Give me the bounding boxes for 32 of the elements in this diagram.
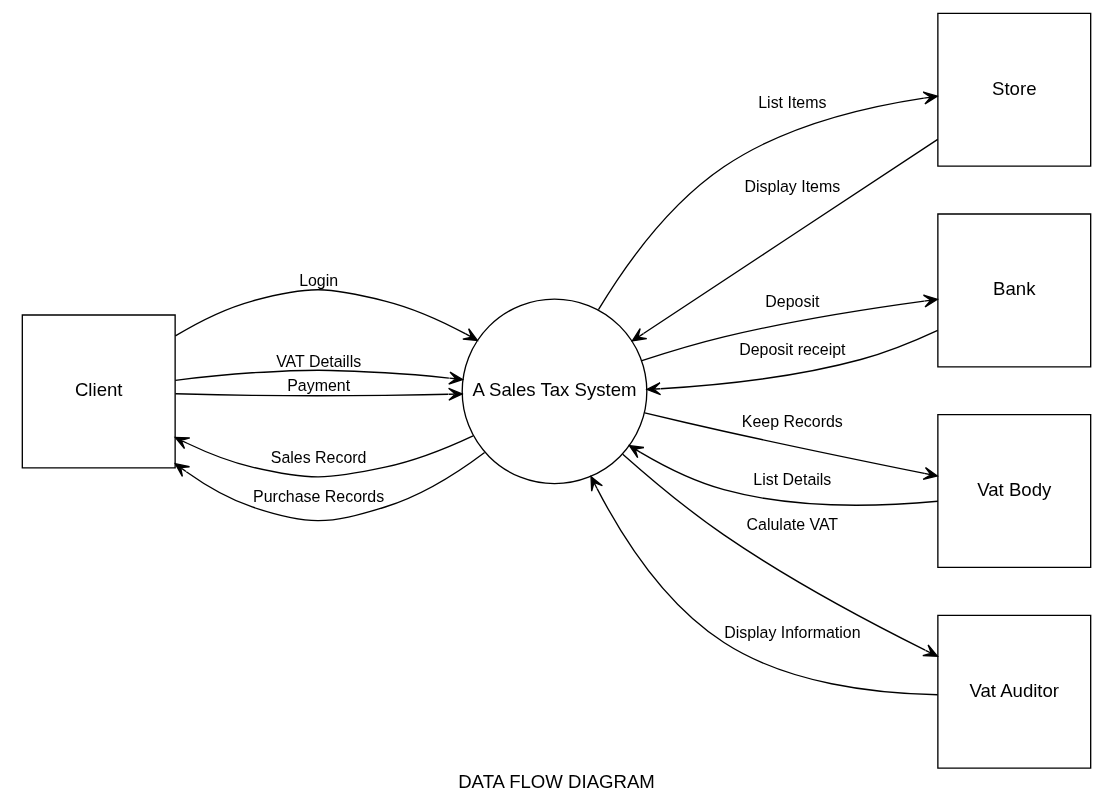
- edge-label: Payment: [286, 376, 350, 394]
- node-box: Client: [21, 314, 176, 469]
- node-box: Vat Auditor: [936, 614, 1091, 769]
- edge-label: Display Items: [744, 177, 840, 195]
- edge-label: Calulate VAT: [746, 516, 838, 534]
- edge-label: Deposit: [764, 293, 819, 311]
- edge-label: List Details: [752, 471, 831, 489]
- edge-label: Sales Record: [270, 448, 366, 466]
- edge-label: Keep Records: [741, 412, 843, 430]
- arrow: [174, 387, 463, 401]
- arrow: [174, 435, 474, 478]
- arrow: [628, 445, 939, 506]
- arrow: [631, 138, 938, 342]
- arrow: [589, 475, 938, 696]
- arrow: [174, 369, 463, 385]
- arrow: [643, 412, 938, 480]
- node-box: Store: [936, 12, 1091, 167]
- edge-label: List Items: [757, 93, 826, 111]
- node-box: Bank: [936, 213, 1091, 368]
- edge-label: VAT Detaills: [275, 352, 361, 370]
- arrow: [645, 329, 938, 396]
- edge-label: Purchase Records: [252, 488, 384, 506]
- arrow: [174, 289, 478, 342]
- arrow: [640, 294, 938, 362]
- arrow: [621, 453, 938, 657]
- arrow: [174, 451, 485, 522]
- node-box: Vat Body: [936, 413, 1091, 569]
- arrow: [597, 91, 938, 311]
- edge-label: Display Information: [723, 624, 861, 642]
- edge-label: Login: [298, 271, 338, 289]
- edge-label: Deposit receipt: [738, 340, 846, 358]
- caption: DATA FLOW DIAGRAM: [457, 771, 655, 793]
